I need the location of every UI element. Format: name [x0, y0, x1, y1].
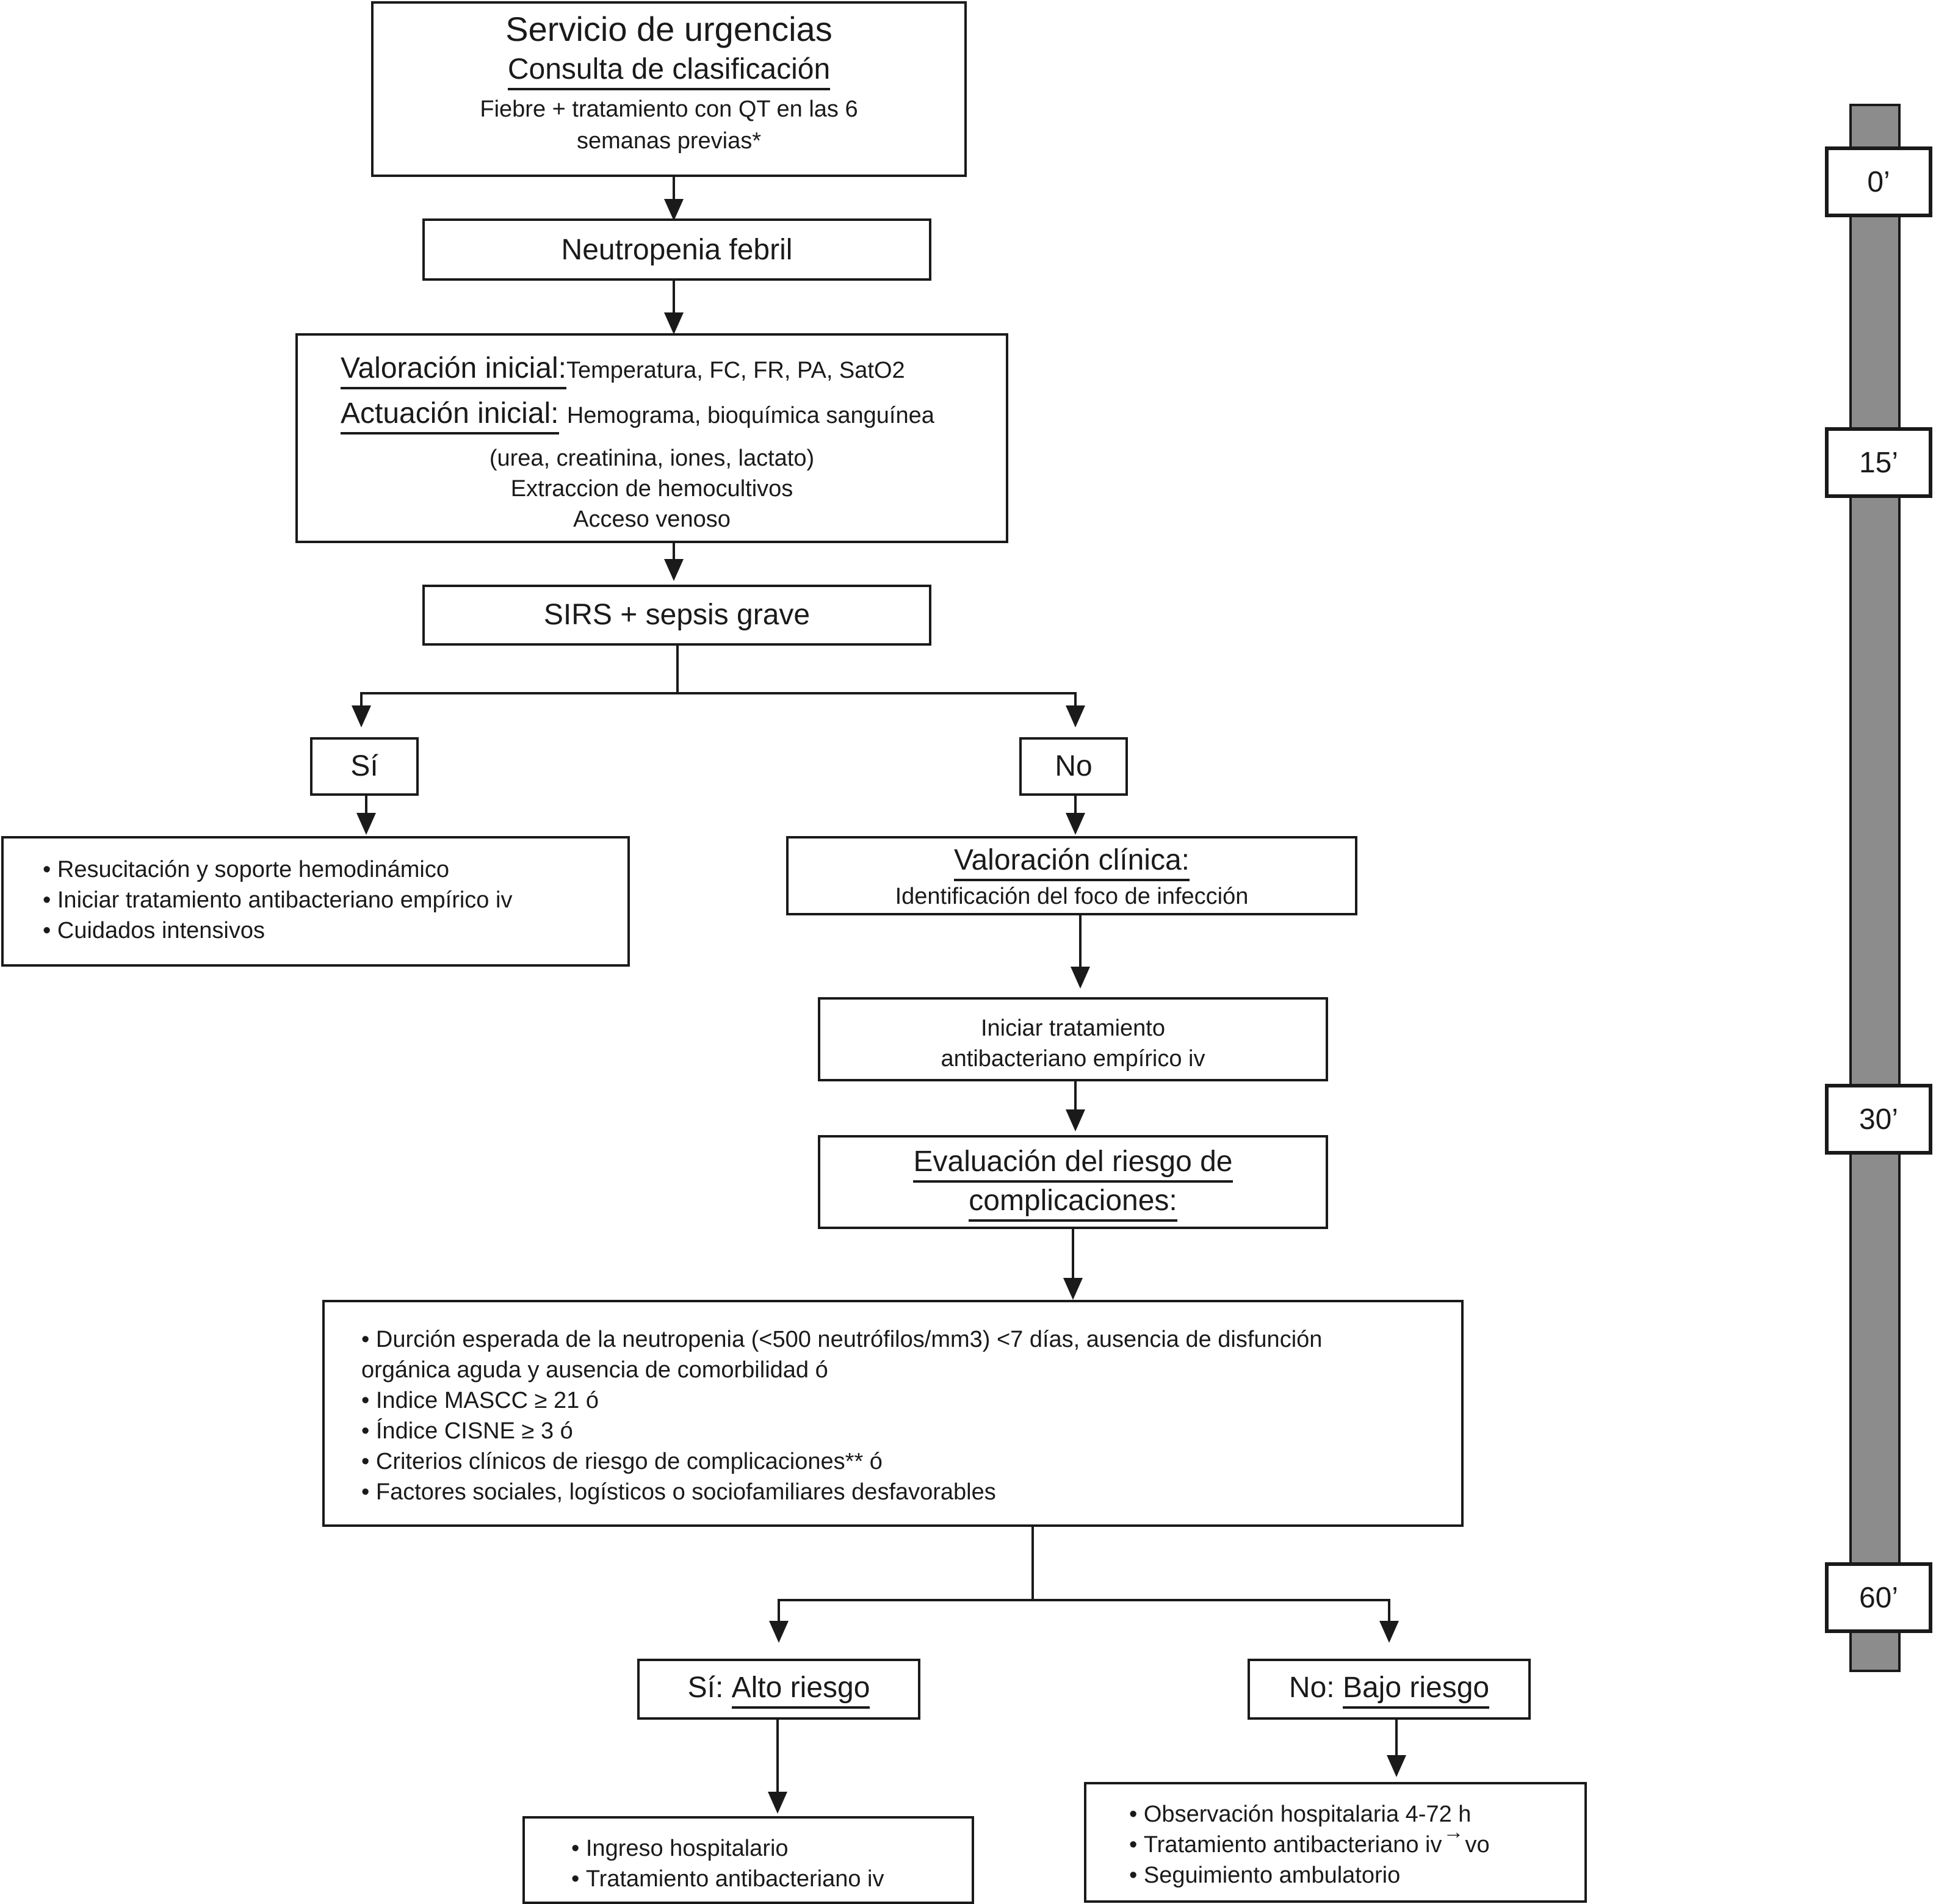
low-risk-label: Bajo riesgo [1342, 1673, 1490, 1709]
valoracion-text: Temperatura, FC, FR, PA, SatO2 [566, 358, 905, 383]
yes-action-item: Resucitación y soporte hemodinámico [43, 858, 449, 881]
low-action-item2-text: Tratamiento antibacteriano iv [1129, 1832, 1442, 1858]
triage-title: Servicio de urgencias [505, 10, 833, 48]
actuacion-row: Actuación inicial: Hemograma, bioquímica… [341, 399, 934, 435]
criteria-line1: Durción esperada de la neutropenia (<500… [361, 1328, 1323, 1351]
high-risk-box: Sí: Alto riesgo [637, 1659, 920, 1720]
low-risk-box: No: Bajo riesgo [1248, 1659, 1531, 1720]
low-action-item: Seguimiento ambulatorio [1129, 1864, 1400, 1887]
branch-no-label: No [1055, 750, 1093, 782]
timeline-mark-60: 60’ [1825, 1562, 1932, 1633]
timeline-mark-15: 15’ [1825, 427, 1932, 498]
initial-line4: Extraccion de hemocultivos [510, 476, 793, 502]
yes-actions-box: Resucitación y soporte hemodinámico Inic… [1, 836, 630, 967]
criteria-box: Durción esperada de la neutropenia (<500… [322, 1300, 1464, 1527]
timeline-mark-0: 0’ [1825, 146, 1932, 217]
high-risk-row: Sí: Alto riesgo [640, 1673, 918, 1709]
empiric-treatment-box: Iniciar tratamiento antibacteriano empír… [818, 997, 1328, 1081]
arrow-right-icon: → [1443, 1820, 1464, 1844]
yes-action-item: Cuidados intensivos [43, 919, 265, 942]
yes-action-item: Iniciar tratamiento antibacteriano empír… [43, 889, 513, 912]
risk-eval-line1-wrap: Evaluación del riesgo de [820, 1147, 1326, 1183]
high-risk-prefix: Sí: [687, 1671, 724, 1704]
empiric-line2: antibacteriano empírico iv [941, 1046, 1205, 1072]
criteria-line2: orgánica aguda y ausencia de comorbilida… [361, 1357, 828, 1383]
neutropenia-box: Neutropenia febril [422, 218, 931, 281]
low-action-item: Observación hospitalaria 4-72 h [1129, 1803, 1472, 1826]
high-action-item: Ingreso hospitalario [571, 1837, 789, 1860]
neutropenia-label: Neutropenia febril [561, 234, 793, 266]
timeline-bar [1849, 104, 1901, 1672]
actuacion-text: Hemograma, bioquímica sanguínea [566, 403, 934, 428]
criteria-item: Factores sociales, logísticos o sociofam… [361, 1480, 996, 1504]
clinical-assessment-box: Valoración clínica: Identificación del f… [786, 836, 1357, 915]
triage-subtitle-wrap: Consulta de clasificación [374, 55, 964, 90]
high-risk-actions-box: Ingreso hospitalario Tratamiento antibac… [522, 1816, 974, 1904]
sirs-box: SIRS + sepsis grave [422, 585, 931, 646]
sirs-label: SIRS + sepsis grave [543, 599, 811, 631]
clinical-title: Valoración clínica: [954, 846, 1190, 881]
high-action-item: Tratamiento antibacteriano iv [571, 1867, 884, 1891]
risk-eval-line2: complicaciones: [969, 1186, 1177, 1222]
risk-eval-line1: Evaluación del riesgo de [913, 1147, 1233, 1183]
valoracion-row: Valoración inicial:Temperatura, FC, FR, … [341, 354, 905, 389]
branch-yes-box: Sí [310, 737, 419, 796]
initial-line3: (urea, creatinina, iones, lactato) [489, 445, 815, 471]
risk-evaluation-box: Evaluación del riesgo de complicaciones: [818, 1135, 1328, 1229]
triage-line1: Fiebre + tratamiento con QT en las 6 [480, 96, 858, 122]
actuacion-label: Actuación inicial: [341, 399, 559, 435]
triage-line2: semanas previas* [576, 128, 762, 154]
clinical-text: Identificación del foco de infección [895, 884, 1249, 909]
risk-eval-line2-wrap: complicaciones: [820, 1186, 1326, 1222]
initial-line5: Acceso venoso [573, 507, 731, 532]
branch-yes-label: Sí [350, 750, 378, 782]
clinical-title-wrap: Valoración clínica: [789, 846, 1355, 881]
criteria-item: Criterios clínicos de riesgo de complica… [361, 1450, 883, 1473]
low-risk-prefix: No: [1288, 1671, 1335, 1704]
timeline-mark-30: 30’ [1825, 1084, 1932, 1155]
low-action-item-2: Tratamiento antibacteriano iv→vo [1129, 1822, 1490, 1858]
low-action-item2-suffix: vo [1465, 1832, 1490, 1858]
triage-box: Servicio de urgencias Consulta de clasif… [371, 1, 967, 177]
empiric-line1: Iniciar tratamiento [980, 1015, 1165, 1041]
high-risk-label: Alto riesgo [731, 1673, 870, 1709]
low-risk-row: No: Bajo riesgo [1250, 1673, 1528, 1709]
criteria-item: Índice CISNE ≥ 3 ó [361, 1419, 573, 1443]
triage-subtitle: Consulta de clasificación [507, 55, 831, 90]
low-risk-actions-box: Observación hospitalaria 4-72 h Tratamie… [1084, 1782, 1587, 1903]
branch-no-box: No [1019, 737, 1128, 796]
initial-assessment-box: Valoración inicial:Temperatura, FC, FR, … [295, 333, 1008, 543]
valoracion-label: Valoración inicial: [341, 354, 566, 389]
criteria-item: Indice MASCC ≥ 21 ó [361, 1389, 599, 1412]
